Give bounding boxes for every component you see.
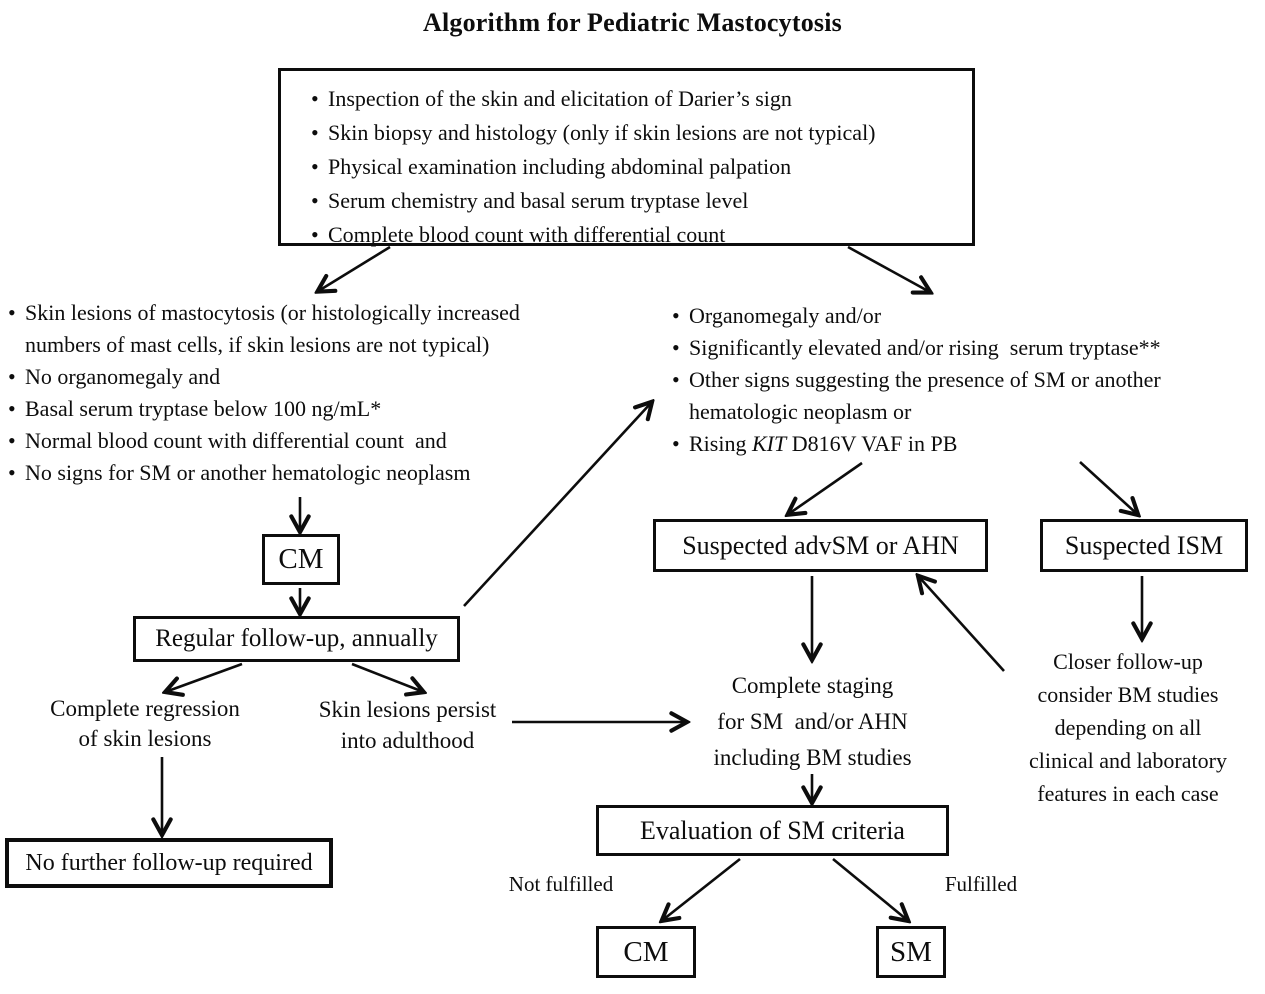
suspected-ism-label: Suspected ISM (1064, 530, 1224, 560)
regular-followup-label: Regular follow-up, annually (155, 625, 438, 652)
arrow-workup-to-benign-criteria (320, 245, 391, 290)
cm-node-label: CM (278, 543, 324, 575)
sm-final-label: SM (890, 935, 932, 968)
text-line: of skin lesions (78, 726, 212, 751)
bullet-icon: • (672, 303, 680, 328)
text-line: •Complete blood count with differential … (311, 218, 966, 252)
bullet-icon: • (8, 428, 16, 453)
bullet-icon: • (311, 222, 319, 247)
bullet-icon: • (8, 300, 16, 325)
text-line: •Rising KIT D816V VAF in PB (672, 428, 1262, 460)
text-line: •Physical examination including abdomina… (311, 150, 966, 184)
no-further-followup-box: No further follow-up required (5, 838, 333, 888)
text-line: Complete staging (731, 673, 894, 698)
figure-title: Algorithm for Pediatric Mastocytosis (422, 8, 842, 37)
text-line: •Inspection of the skin and elicitation … (311, 82, 966, 116)
arrow-workup-to-suspicious-criteria (847, 245, 928, 291)
arrow-followup-to-suspicious-criteria (463, 404, 650, 607)
initial-workup-list: •Inspection of the skin and elicitation … (281, 71, 972, 252)
text-line: features in each case (1037, 781, 1219, 806)
text-line: •Serum chemistry and basal serum tryptas… (311, 184, 966, 218)
text-line: depending on all (1054, 715, 1202, 740)
arrow-criteria-to-suspected-ism (1079, 461, 1136, 513)
complete-regression-label: Complete regression of skin lesions (20, 694, 270, 754)
arrow-closer-followup-to-advsm (920, 578, 1005, 672)
complete-staging-label: Complete staging for SM and/or AHN includi… (690, 668, 935, 776)
no-further-followup-label: No further follow-up required (25, 849, 313, 876)
evaluation-sm-criteria-label: Evaluation of SM criteria (640, 815, 905, 845)
bullet-icon: • (8, 396, 16, 421)
text-line: •Normal blood count with differential co… (8, 425, 648, 457)
suspected-advsm-box: Suspected advSM or AHN (653, 519, 988, 572)
text-line: •Other signs suggesting the presence of … (672, 364, 1262, 396)
regular-followup-box: Regular follow-up, annually (133, 616, 460, 662)
text-line: numbers of mast cells, if skin lesions a… (25, 332, 490, 357)
text-line: consider BM studies (1037, 682, 1219, 707)
text-line: Closer follow-up (1053, 649, 1203, 674)
bullet-icon: • (672, 367, 680, 392)
text-line: for SM and/or AHN (717, 709, 908, 734)
benign-criteria-list: •Skin lesions of mastocytosis (or histol… (8, 297, 648, 489)
initial-workup-box: •Inspection of the skin and elicitation … (278, 68, 975, 247)
text-line: including BM studies (713, 745, 912, 770)
text-line: •Skin lesions of mastocytosis (or histol… (8, 297, 648, 329)
cm-final-box: CM (596, 926, 696, 978)
suspected-ism-box: Suspected ISM (1040, 519, 1248, 572)
text-line: •No signs for SM or another hematologic … (8, 457, 648, 489)
bullet-icon: • (311, 120, 319, 145)
text-line: •Organomegaly and/or (672, 300, 1262, 332)
suspected-advsm-label: Suspected advSM or AHN (682, 530, 959, 560)
text-line: clinical and laboratory (1029, 748, 1227, 773)
arrow-evaluation-to-cm-final (664, 857, 741, 919)
text-line: •No organomegaly and (8, 361, 648, 393)
bullet-icon: • (8, 364, 16, 389)
text-line: •Basal serum tryptase below 100 ng/mL* (8, 393, 648, 425)
text-line: •Significantly elevated and/or rising se… (672, 332, 1262, 364)
bullet-icon: • (311, 86, 319, 111)
evaluation-sm-criteria-box: Evaluation of SM criteria (596, 805, 949, 856)
suspicious-criteria-list: •Organomegaly and/or•Significantly eleva… (672, 300, 1262, 460)
cm-final-label: CM (623, 935, 669, 968)
closer-followup-label: Closer follow-up consider BM studies depen… (1002, 645, 1254, 810)
text-line: Skin lesions persist (318, 697, 497, 722)
arrow-evaluation-to-sm-final (832, 857, 906, 919)
bullet-icon: • (311, 188, 319, 213)
bullet-icon: • (311, 154, 319, 179)
arrow-followup-to-persist (351, 662, 421, 691)
arrow-followup-to-regression (168, 662, 243, 691)
cm-node-box: CM (262, 534, 340, 585)
sm-final-box: SM (876, 926, 946, 978)
text-line: •Skin biopsy and histology (only if skin… (311, 116, 966, 150)
bullet-icon: • (672, 431, 680, 456)
not-fulfilled-label: Not fulfilled (508, 872, 614, 896)
text-line: into adulthood (340, 728, 475, 753)
arrow-criteria-to-suspected-advsm (790, 461, 863, 513)
bullet-icon: • (672, 335, 680, 360)
fulfilled-label: Fulfilled (944, 872, 1018, 896)
text-line: Complete regression (50, 696, 240, 721)
text-line: hematologic neoplasm or (689, 399, 912, 424)
bullet-icon: • (8, 460, 16, 485)
lesions-persist-label: Skin lesions persist into adulthood (290, 694, 525, 756)
